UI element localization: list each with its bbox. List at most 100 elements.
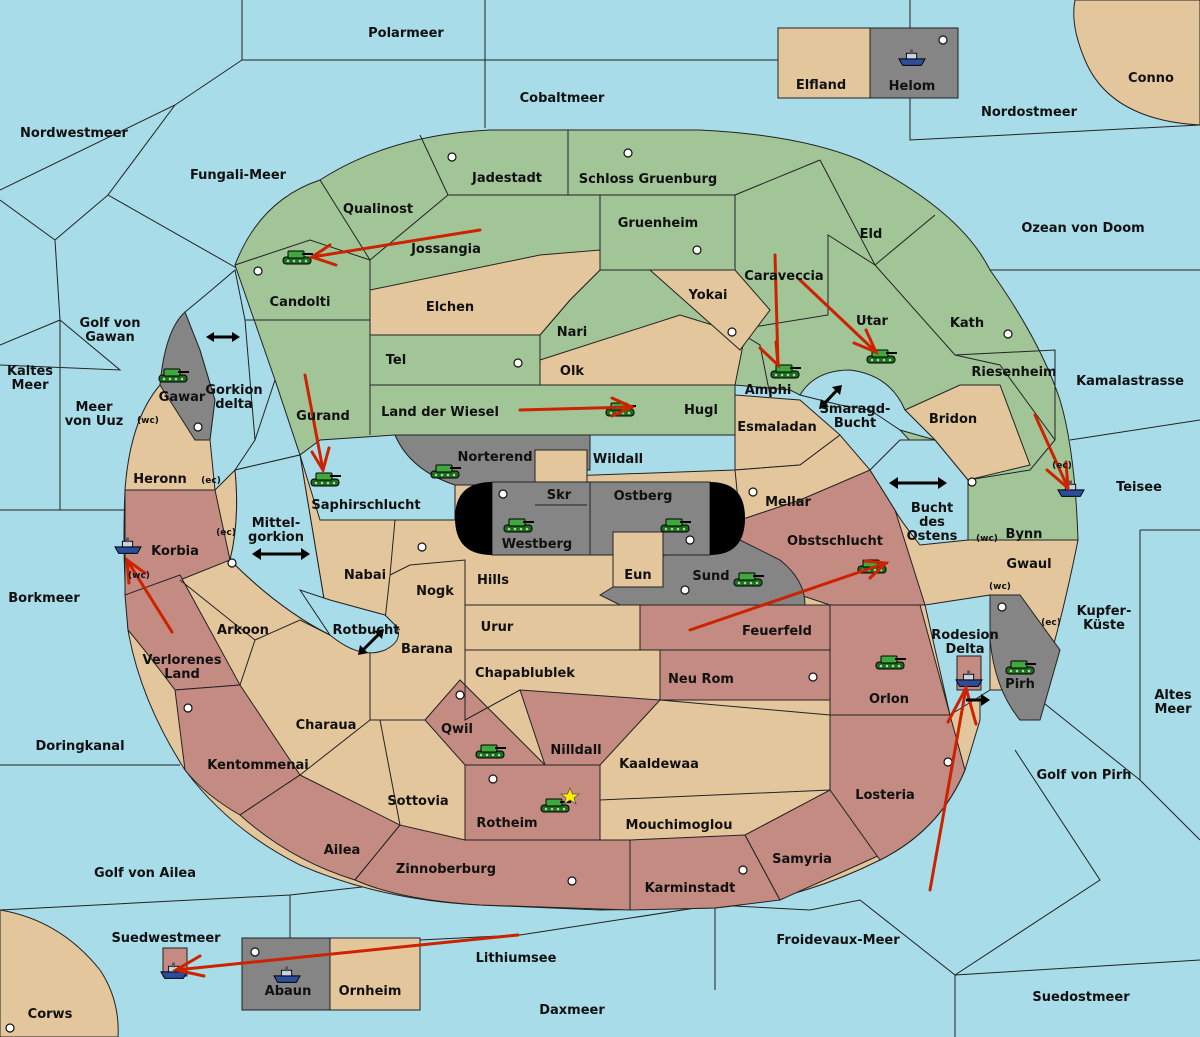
army-unit[interactable]: [733, 572, 765, 587]
coast-tag: (wc): [976, 534, 998, 544]
karminstadt-region[interactable]: [629, 834, 781, 911]
double-arrows: [206, 332, 990, 706]
province-label: Sottovia: [387, 794, 448, 809]
sea-labels: Polarmeer Cobaltmeer Nordwestmeer Fungal…: [8, 26, 1184, 1018]
elchen-region[interactable]: [369, 249, 601, 336]
mittelgorkion-label: Mittel-gorkion: [248, 516, 304, 545]
province-label: Orlon: [869, 692, 909, 707]
elfland-box[interactable]: [777, 27, 871, 99]
rotbucht-water: [298, 589, 399, 654]
losteria-region[interactable]: [829, 714, 966, 861]
olk-region[interactable]: [539, 314, 746, 386]
army-unit[interactable]: [430, 464, 462, 479]
army-unit[interactable]: [503, 518, 535, 533]
province-label: Helom: [889, 79, 936, 94]
supply-center-dot: [193, 422, 203, 432]
eun-region[interactable]: [612, 531, 664, 588]
sea-label: Lithiumsee: [476, 951, 557, 966]
province-label: Elfland: [796, 78, 846, 93]
army-unit[interactable]: [475, 744, 507, 759]
supply-center-dot: [1003, 329, 1013, 339]
supply-center-dot: [967, 477, 977, 487]
province-label: Kentommenai: [207, 758, 308, 773]
province-label: Saphirschlucht: [311, 498, 420, 513]
sea-label: Teisee: [1116, 480, 1162, 495]
province-label: Ostberg: [614, 489, 673, 504]
corws-land[interactable]: [0, 909, 119, 1037]
pirh-region[interactable]: [989, 594, 1061, 721]
army-unit[interactable]: [660, 518, 692, 533]
yokai-region[interactable]: [648, 269, 771, 351]
province-label: Charaua: [296, 718, 357, 733]
province-label: Barana: [401, 642, 453, 657]
province-label: Ornheim: [339, 984, 402, 999]
supply-center-dot: [748, 487, 758, 497]
province-label: Norterend: [457, 450, 532, 465]
province-label: Jossangia: [410, 242, 481, 257]
province-label: Yokai: [687, 288, 727, 303]
fleet-unit[interactable]: [114, 537, 142, 554]
kupfer-kueste-label: Kupfer-Küste: [1077, 604, 1132, 633]
province-label: Bridon: [929, 412, 977, 427]
province-label: Losteria: [855, 788, 915, 803]
fleet-unit[interactable]: [898, 49, 926, 66]
province-label: Mellar: [765, 495, 811, 510]
coast-tag: (wc): [137, 416, 159, 426]
sund-region[interactable]: [598, 539, 806, 606]
army-unit[interactable]: [770, 364, 802, 379]
sea-label: Suedwestmeer: [111, 931, 221, 946]
province-label: Samyria: [772, 852, 832, 867]
fleet-unit[interactable]: [273, 966, 301, 983]
province-label: Abaun: [265, 984, 312, 999]
province-label: Pirh: [1005, 677, 1035, 692]
supply-centers: [5, 35, 1013, 1033]
bucht-des-ostens-water: [869, 439, 969, 546]
supply-center-dot: [685, 535, 695, 545]
army-unit[interactable]: [310, 472, 342, 487]
province-label: Esmaladan: [737, 420, 817, 435]
conno-land[interactable]: [1073, 0, 1200, 126]
supply-center-dot: [680, 585, 690, 595]
supply-center-dot: [997, 602, 1007, 612]
coast-tag: (ec): [216, 528, 236, 538]
army-unit[interactable]: [158, 368, 190, 383]
supply-center-dot: [623, 148, 633, 158]
army-unit[interactable]: [605, 402, 637, 417]
fleet-unit[interactable]: [955, 670, 983, 687]
supply-center-dot: [253, 266, 263, 276]
province-label: Utar: [856, 314, 889, 329]
province-label: Conno: [1128, 71, 1174, 86]
province-label: Schloss Gruenburg: [579, 172, 717, 187]
province-label: Amphi: [745, 383, 792, 398]
korbia-region[interactable]: [124, 489, 231, 596]
province-label: Hills: [477, 573, 509, 588]
lake-cap-west: [455, 482, 492, 555]
province-label: Wildall: [593, 452, 643, 467]
army-unit[interactable]: [875, 655, 907, 670]
sea-label: Nordostmeer: [981, 105, 1078, 120]
rotheim-region[interactable]: [464, 764, 601, 841]
province-label: Caraveccia: [744, 269, 823, 284]
supply-center-dot: [455, 690, 465, 700]
coast-tag: (wc): [128, 571, 150, 581]
province-label: Olk: [560, 364, 585, 379]
province-label: Eld: [860, 227, 883, 242]
coast-tags: (wc) (ec) (ec) (wc) (ec) (wc) (wc) (ec): [128, 416, 1072, 628]
supply-center-dot: [738, 865, 748, 875]
army-unit[interactable]: [866, 349, 898, 364]
supply-center-dot: [938, 35, 948, 45]
army-unit[interactable]: [282, 250, 314, 265]
mittelgorkion-water: [229, 454, 331, 636]
province-label: Nogk: [416, 584, 454, 599]
sea-label: Borkmeer: [8, 591, 80, 606]
army-unit[interactable]: [1005, 660, 1037, 675]
